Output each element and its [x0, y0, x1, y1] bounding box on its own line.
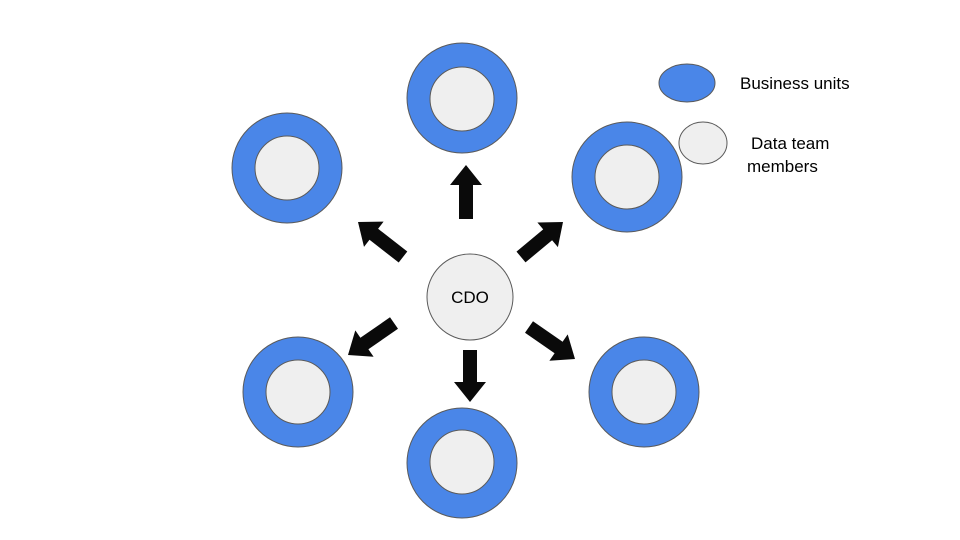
business-unit-bottom: [406, 407, 518, 519]
data-team-member: [594, 144, 660, 210]
arrows: [348, 165, 575, 402]
legend: Business units Data team members: [658, 63, 850, 176]
business-unit-top-right: [571, 121, 683, 233]
business-unit-top-left: [231, 112, 343, 224]
legend-business-units-swatch: [658, 63, 716, 103]
arrow-to-bottom-right: [525, 321, 575, 361]
business-unit-bottom-left: [242, 336, 354, 448]
data-team-member: [611, 359, 677, 425]
cdo-node: CDO: [426, 253, 514, 341]
arrow-to-bottom-left: [348, 317, 398, 357]
arrow-to-bottom: [454, 350, 486, 402]
legend-data-team-label-line1: Data team: [751, 134, 829, 153]
arrow-to-top-left: [358, 221, 408, 263]
cdo-circle: [426, 253, 514, 341]
data-team-member: [429, 429, 495, 495]
data-team-member: [429, 66, 495, 132]
legend-business-units-label: Business units: [740, 74, 850, 93]
data-team-member: [265, 359, 331, 425]
arrow-to-top: [450, 165, 482, 219]
legend-data-team-swatch: [678, 121, 728, 165]
data-team-member: [254, 135, 320, 201]
legend-data-team-label-line2: members: [747, 157, 818, 176]
arrow-to-top-right: [516, 222, 563, 263]
cdo-label: CDO: [451, 288, 489, 307]
business-unit-bottom-right: [588, 336, 700, 448]
business-unit-top: [406, 42, 518, 154]
